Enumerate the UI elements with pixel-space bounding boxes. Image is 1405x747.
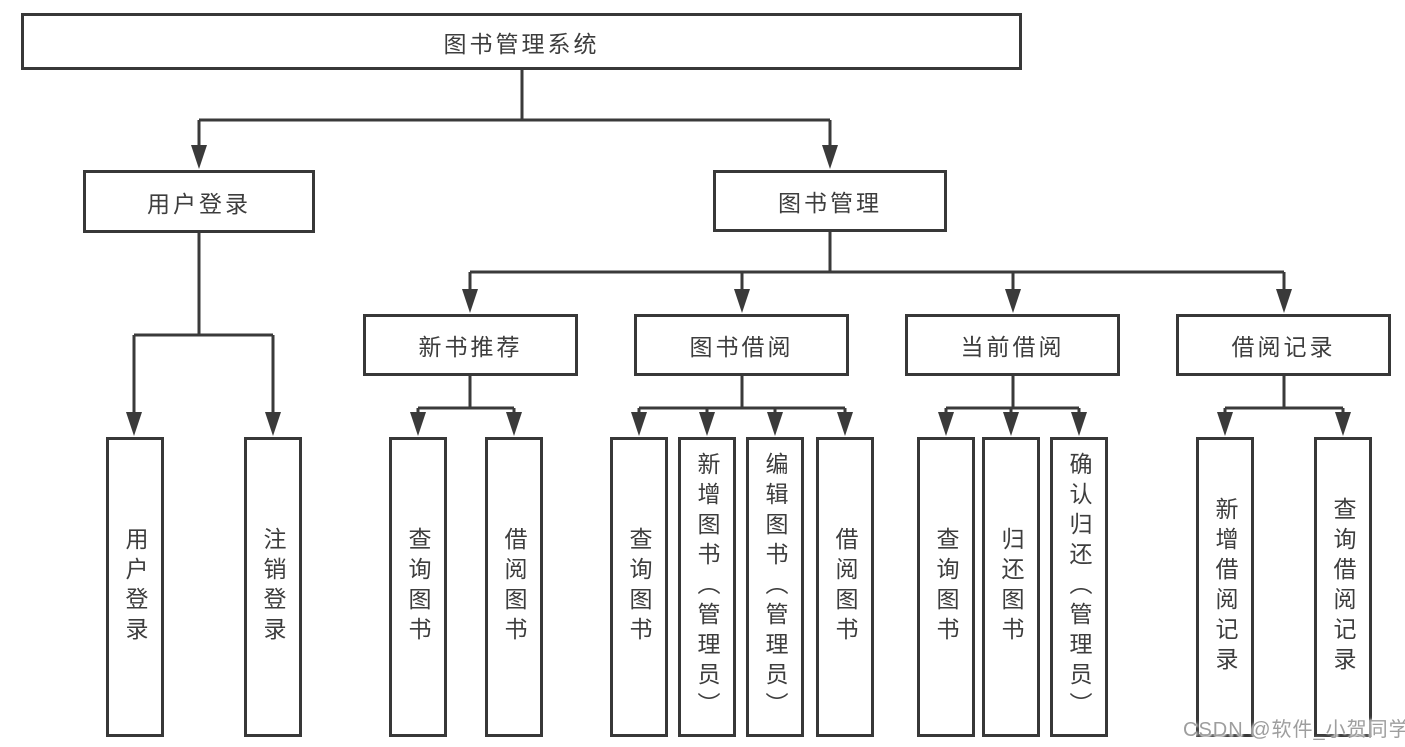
leaf-borrowing-query-books: 查询图书 (610, 437, 668, 737)
node-new-book-recommendation: 新书推荐 (363, 314, 578, 376)
leaf-recommend-query-books: 查询图书 (389, 437, 447, 737)
leaf-current-query-books: 查询图书 (917, 437, 975, 737)
node-borrowing-records: 借阅记录 (1176, 314, 1391, 376)
leaf-borrowing-edit-books-admin: 编辑图书（管理员） (746, 437, 804, 737)
leaf-borrowing-add-books-admin: 新增图书（管理员） (678, 437, 736, 737)
leaf-records-query-record: 查询借阅记录 (1314, 437, 1372, 737)
leaf-current-confirm-return-admin: 确认归还（管理员） (1050, 437, 1108, 737)
arrowheads (126, 145, 1351, 436)
node-user-login: 用户登录 (83, 170, 315, 233)
node-book-borrowing: 图书借阅 (634, 314, 849, 376)
node-book-management: 图书管理 (713, 170, 947, 232)
leaf-logout-login: 注销登录 (244, 437, 302, 737)
leaf-borrowing-borrow-books: 借阅图书 (816, 437, 874, 737)
leaf-records-add-record: 新增借阅记录 (1196, 437, 1254, 737)
leaf-recommend-borrow-books: 借阅图书 (485, 437, 543, 737)
node-library-management-system: 图书管理系统 (21, 13, 1022, 70)
node-current-borrowing: 当前借阅 (905, 314, 1120, 376)
leaf-current-return-books: 归还图书 (982, 437, 1040, 737)
leaf-user-login: 用户登录 (106, 437, 164, 737)
csdn-watermark: CSDN @软件_小贺同学 (1183, 719, 1405, 741)
